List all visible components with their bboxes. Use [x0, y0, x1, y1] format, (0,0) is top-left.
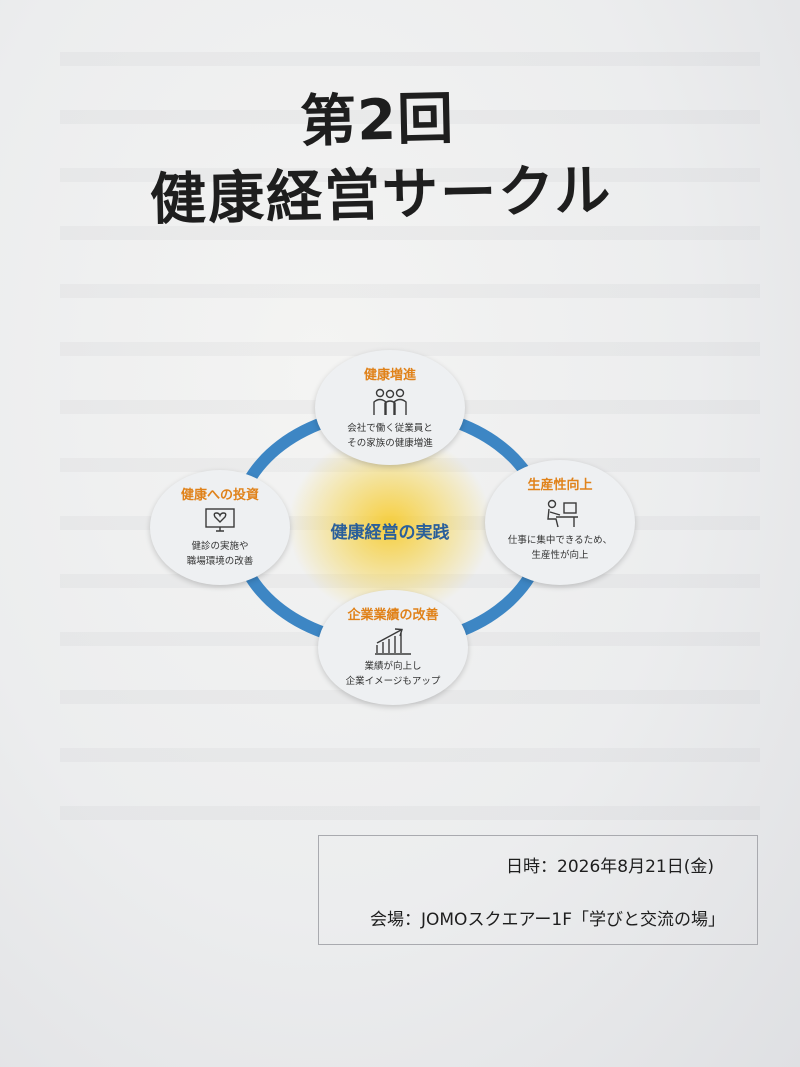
bubble-health-investment: 健康への投資 健診の実施や 職場環境の改善 — [150, 470, 290, 585]
bubble-heading: 生産性向上 — [527, 478, 593, 493]
event-info-box — [318, 835, 758, 945]
bubble-heading: 企業業績の改善 — [347, 608, 439, 623]
bubble-body-2: 生産性が向上 — [531, 550, 589, 561]
people-icon — [373, 388, 407, 415]
title-line-1: 第2回 — [299, 86, 455, 155]
bubble-health-promotion: 健康増進 会社で働く従業員と その家族の健康増進 — [315, 350, 465, 465]
bubble-body-2: その家族の健康増進 — [347, 438, 433, 449]
bubble-business-improvement: 企業業績の改善 業績が向上し 企業イメージもアップ — [318, 590, 468, 705]
bubble-heading: 健康増進 — [363, 368, 416, 383]
health-management-diagram: 健康経営の実践 健康増進 会社で働く従業員と その家族の健康増進 生産性向上 — [140, 350, 640, 730]
event-date: 日時：2026年8月21日(金) — [506, 857, 714, 877]
title-line-2: 健康経営サークル — [149, 158, 614, 233]
growth-chart-icon — [375, 628, 411, 655]
center-label: 健康経営の実践 — [330, 523, 450, 543]
bubble-body-1: 健診の実施や — [191, 541, 249, 552]
bubble-body-1: 仕事に集中できるため、 — [507, 535, 613, 546]
event-venue: 会場：JOMOスクエアー1F「学びと交流の場」 — [370, 910, 726, 930]
desk-worker-icon — [547, 499, 578, 528]
bubble-heading: 健康への投資 — [180, 488, 259, 503]
bubble-body-1: 業績が向上し — [364, 661, 422, 672]
bubble-productivity: 生産性向上 仕事に集中できるため、 生産性が向上 — [485, 460, 635, 585]
bubble-body-2: 職場環境の改善 — [186, 556, 254, 567]
monitor-heart-icon — [205, 508, 235, 532]
bubble-body-1: 会社で働く従業員と — [347, 423, 433, 434]
bubble-body-2: 企業イメージもアップ — [345, 676, 441, 687]
